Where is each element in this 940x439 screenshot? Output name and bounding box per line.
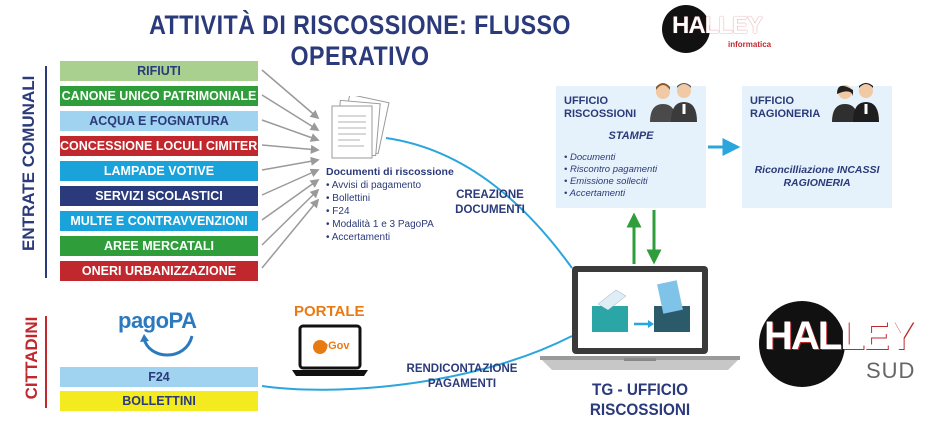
flow-label-line: RENDICONTAZIONE bbox=[406, 363, 518, 375]
box-title-line: RAGIONERIA bbox=[750, 108, 821, 120]
halley-sud-logo-icon bbox=[759, 301, 845, 387]
halley-top-wordmark: HALLEY bbox=[672, 12, 763, 39]
section-entrate-bar bbox=[45, 66, 47, 278]
folder-icon bbox=[592, 289, 628, 332]
two-people-icon bbox=[650, 83, 697, 122]
pagopa-swoosh-icon bbox=[140, 334, 194, 357]
egov-logo-text: eGov bbox=[322, 340, 350, 352]
box-text-line: RAGIONERIA bbox=[783, 177, 851, 189]
halley-logo-top: HALLEY informatica bbox=[660, 4, 780, 54]
pagopa-logo: pagoPA bbox=[118, 308, 208, 364]
documents-heading: Documenti di riscossione bbox=[326, 166, 454, 178]
flow-label-line: PAGAMENTI bbox=[427, 378, 497, 390]
category-bar: ONERI URBANIZZAZIONE bbox=[60, 261, 258, 281]
category-bar: LAMPADE VOTIVE bbox=[60, 161, 258, 181]
two-people-icon bbox=[832, 83, 879, 122]
documents-item: • Modalità 1 e 3 PagoPA bbox=[326, 219, 434, 230]
ufficio-riscossioni-subtitle: STAMPE bbox=[608, 130, 654, 142]
section-cittadini-bar bbox=[45, 316, 47, 408]
converging-arrows bbox=[261, 69, 320, 269]
category-bar: ACQUA E FOGNATURA bbox=[60, 111, 258, 131]
box-title-line: UFFICIO bbox=[750, 95, 794, 107]
ufficio-ragioneria-box: UFFICIO RAGIONERIA Riconcilliazione INCA… bbox=[742, 83, 892, 208]
category-bar: CANONE UNICO PATRIMONIALE bbox=[60, 86, 258, 106]
halley-top-logo-icon bbox=[662, 5, 710, 53]
tg-ufficio-riscossioni-label: TG - UFFICIO RISCOSSIONI bbox=[589, 380, 691, 419]
documents-item: • Avvisi di pagamento bbox=[326, 180, 422, 191]
section-cittadini-label: CITTADINI bbox=[22, 316, 41, 400]
list-item: • Accertamenti bbox=[564, 188, 626, 199]
documents-list: Documenti di riscossione • Avvisi di pag… bbox=[326, 166, 456, 244]
pagopa-wordmark: pagoPA bbox=[118, 308, 197, 333]
category-bar: AREE MERCATALI bbox=[60, 236, 258, 256]
category-bar: RIFIUTI bbox=[60, 61, 258, 81]
ufficio-ragioneria-title: UFFICIO RAGIONERIA bbox=[750, 95, 820, 121]
halley-top-sub: informatica bbox=[728, 40, 772, 49]
portale-laptop-icon bbox=[292, 324, 368, 376]
ufficio-ragioneria-text: Riconcilliazione INCASSI RAGIONERIA bbox=[742, 164, 892, 190]
laptop-icon bbox=[540, 266, 740, 370]
category-bar: CONCESSIONE LOCULI CIMITERIALI bbox=[60, 136, 258, 156]
page-title: ATTIVITÀ DI RISCOSSIONE: FLUSSO OPERATIV… bbox=[149, 10, 571, 71]
ufficio-riscossioni-list: • Documenti • Riscontro pagamenti • Emis… bbox=[564, 152, 657, 200]
ufficio-riscossioni-box: UFFICIO RISCOSSIONI STAMPE • Documenti •… bbox=[556, 83, 706, 208]
box-title-line: RISCOSSIONI bbox=[564, 108, 637, 120]
folder-icon bbox=[654, 280, 690, 332]
flow-label-line: CREAZIONE bbox=[456, 189, 524, 201]
flow-label-rendicontazione: RENDICONTAZIONE PAGAMENTI bbox=[400, 362, 524, 392]
category-bar: SERVIZI SCOLASTICI bbox=[60, 186, 258, 206]
payment-method-bar: BOLLETTINI bbox=[60, 391, 258, 411]
flow-label-creazione: CREAZIONE DOCUMENTI bbox=[448, 188, 532, 218]
halley-sud-sub: SUD bbox=[866, 358, 916, 383]
list-item: • Emissione solleciti bbox=[564, 176, 648, 187]
list-item: • Documenti bbox=[564, 152, 616, 163]
documents-item: • F24 bbox=[326, 206, 350, 217]
category-bar: MULTE E CONTRAVVENZIONI bbox=[60, 211, 258, 231]
portale-label: PORTALE bbox=[294, 303, 365, 320]
documents-item: • Bollettini bbox=[326, 193, 371, 204]
halley-sud-logo: HALLEY SUD bbox=[758, 300, 928, 390]
box-text-line: Riconcilliazione INCASSI bbox=[754, 164, 880, 176]
payment-method-bar: F24 bbox=[60, 367, 258, 387]
ufficio-riscossioni-title: UFFICIO RISCOSSIONI bbox=[564, 95, 636, 121]
flow-label-line: DOCUMENTI bbox=[455, 204, 525, 216]
box-title-line: UFFICIO bbox=[564, 95, 608, 107]
halley-sud-wordmark: HALLEY bbox=[764, 314, 914, 358]
documents-item: • Accertamenti bbox=[326, 232, 391, 243]
list-item: • Riscontro pagamenti bbox=[564, 164, 658, 175]
documents-stack-icon bbox=[331, 96, 390, 159]
